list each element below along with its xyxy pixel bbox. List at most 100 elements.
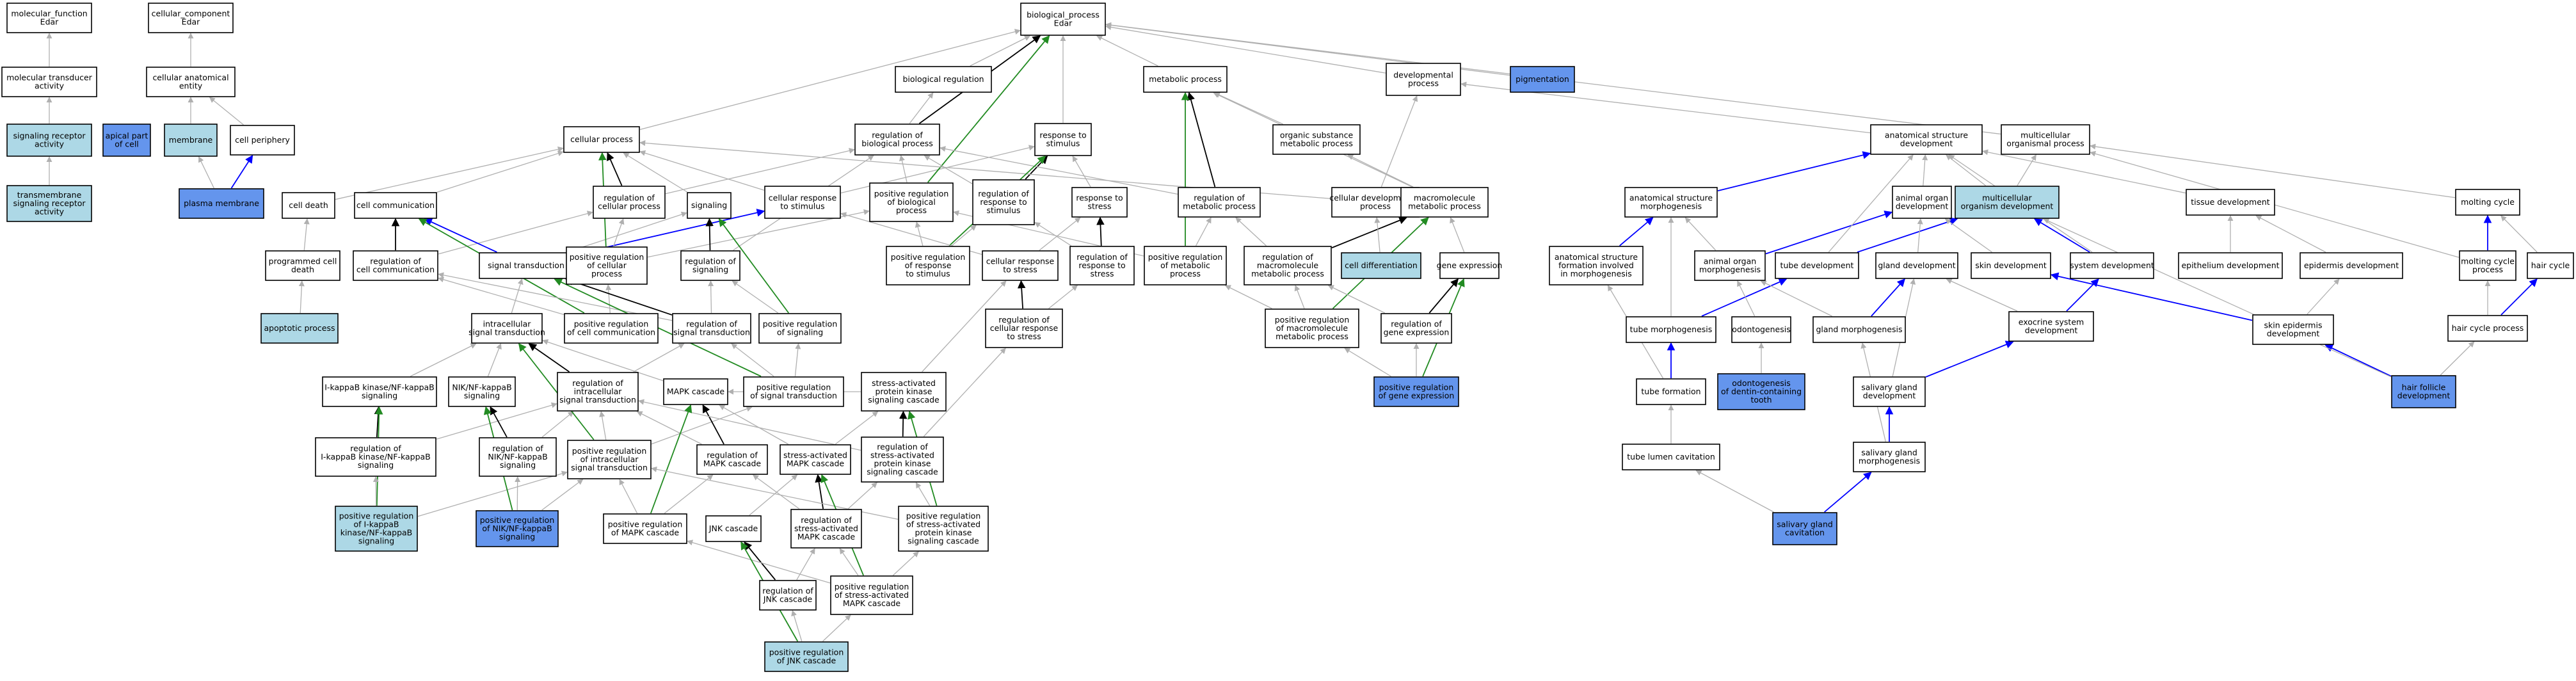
node-label-line: response to xyxy=(1078,260,1125,270)
edge-isa-devp-to-bp xyxy=(1105,24,1386,74)
node-label-line: of cell communication xyxy=(567,328,655,337)
node-box xyxy=(2001,124,2090,155)
edge-isa-nik-to-ist xyxy=(487,343,502,377)
node-label-line: developmental xyxy=(1393,70,1453,80)
edge-part-st-to-ccomm xyxy=(424,218,497,253)
node-label-line: positive regulation xyxy=(906,511,981,521)
edge-isa-prmapk-to-rmapk xyxy=(664,474,714,514)
edge-part-sysdev-to-mod xyxy=(2033,218,2090,253)
edge-isa-st-to-sig xyxy=(566,211,687,253)
node-box xyxy=(567,440,652,479)
node-box xyxy=(1731,316,1791,343)
node-box xyxy=(705,515,762,542)
node-label-line: signaling xyxy=(358,536,394,546)
node-label-line: regulation of xyxy=(1262,252,1313,262)
node-box xyxy=(1400,187,1489,218)
node-label-line: salivary gland xyxy=(1861,383,1917,392)
node-box xyxy=(696,444,768,475)
edge-isa-rcrs-to-rrstress xyxy=(1048,285,1078,309)
node-box xyxy=(1272,124,1361,155)
node-label-line: development xyxy=(2025,326,2078,335)
node-label-line: membrane xyxy=(169,135,213,145)
node-box xyxy=(471,313,543,344)
edge-pos-prmapk-to-mapk xyxy=(650,404,692,514)
node-label-line: Edar xyxy=(1054,19,1073,28)
edge-isa-mapk-to-ist xyxy=(542,339,664,381)
node-label-line: salivary gland xyxy=(1777,520,1833,529)
node-label-line: regulation of xyxy=(685,257,736,266)
node-label-line: NIK/NF-kappaB xyxy=(488,452,547,461)
go-term-node-gexp: gene expression xyxy=(1437,252,1503,279)
node-label-line: signaling receptor xyxy=(13,198,86,208)
node-box xyxy=(982,250,1059,281)
edge-reg-rcp-to-cellp xyxy=(607,152,623,186)
edge-isa-rst-to-rsig xyxy=(708,280,714,314)
node-label-line: biological process xyxy=(861,139,933,148)
node-label-line: regulation of xyxy=(370,257,421,266)
node-label-line: positive regulation xyxy=(874,189,949,198)
edge-isa-celldiff-to-cdp xyxy=(1374,217,1380,253)
edge-reg-rmapk-to-mapk xyxy=(702,404,724,445)
node-label-line: signaling receptor xyxy=(13,131,86,141)
node-box xyxy=(315,437,436,477)
node-label-line: odontogenesis xyxy=(1732,324,1790,334)
edge-isa-rikk-to-rist xyxy=(436,402,557,440)
node-label-line: multicellular xyxy=(1982,193,2033,203)
node-box xyxy=(1955,186,2060,219)
node-label-line: of NIK/NF-kappaB xyxy=(482,524,552,533)
edge-isa-rcp-to-rbp xyxy=(665,148,855,195)
node-label-line: regulation of xyxy=(350,444,401,453)
node-box xyxy=(1020,3,1106,36)
node-label-line: cell differentiation xyxy=(1345,260,1418,270)
node-box xyxy=(6,3,92,33)
node-label-line: positive regulation xyxy=(769,648,844,657)
edge-isa-prsamapk-to-prmapk xyxy=(687,540,831,584)
node-box xyxy=(179,188,264,219)
go-term-node-tdev: tissue development xyxy=(2186,189,2275,216)
node-label-line: apoptotic process xyxy=(264,323,335,333)
node-label-line: regulation of xyxy=(1076,252,1128,262)
node-label-line: cell death xyxy=(289,200,328,210)
go-term-node-hcyc: hair cycle xyxy=(2527,252,2574,279)
go-term-node-hcp: hair cycle process xyxy=(2447,315,2528,342)
node-label-line: gene expression xyxy=(1437,260,1503,270)
node-box xyxy=(557,372,639,412)
edge-isa-crstress-to-rtstress xyxy=(1039,217,1081,251)
node-label-line: positive regulation xyxy=(572,446,647,456)
node-label-line: positive regulation xyxy=(570,252,644,262)
edge-isa-crs-to-cellp xyxy=(639,150,765,191)
node-label-line: regulation of xyxy=(686,319,737,329)
edge-isa-glandmorph-to-aom xyxy=(1760,280,1832,317)
node-label-line: of MAPK cascade xyxy=(611,528,680,538)
node-label-line: anatomical structure xyxy=(1885,131,1968,140)
go-term-node-celldiff: cell differentiation xyxy=(1341,252,1421,279)
edge-isa-rge-to-rmmp xyxy=(1327,285,1386,314)
go-term-node-epithdev: epithelium development xyxy=(2178,252,2283,279)
edge-isa-samapk-to-sapk xyxy=(835,411,879,445)
edge-part-tubedev-to-mod xyxy=(1857,217,1958,253)
node-box xyxy=(895,66,992,93)
node-label-line: regulation of xyxy=(877,442,928,452)
node-label-line: of signaling xyxy=(777,328,823,337)
node-label-line: protein kinase xyxy=(876,387,932,396)
edge-isa-cdp-to-devp xyxy=(1380,95,1418,188)
node-label-line: hair cycle process xyxy=(2452,323,2524,333)
node-label-line: I-kappaB kinase/NF-kappaB xyxy=(324,383,435,392)
node-label-line: activity xyxy=(35,207,65,216)
node-box xyxy=(354,192,437,219)
node-box xyxy=(1510,66,1575,93)
